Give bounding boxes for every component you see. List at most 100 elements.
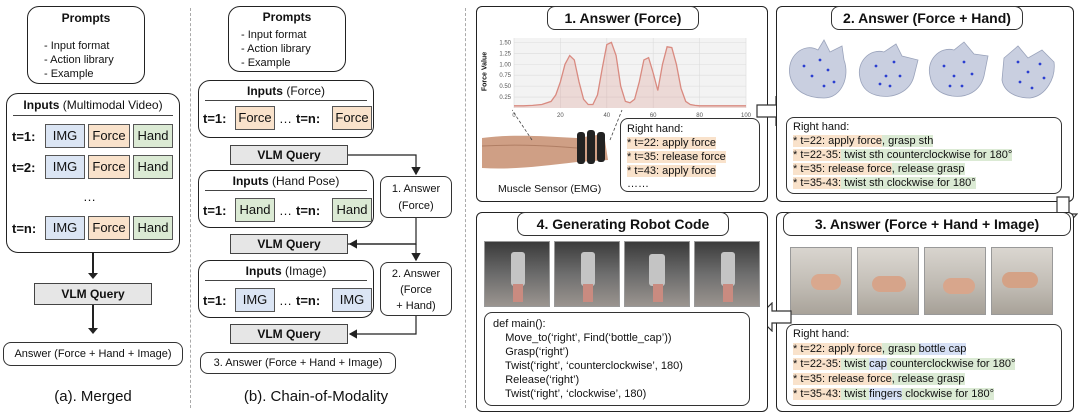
image-text: bottle cap	[918, 343, 967, 355]
force-text: * t=35: release force	[793, 163, 892, 175]
answer-line: * t=43: apply force	[627, 165, 716, 177]
hand-text: clockwise for 180°	[902, 388, 994, 400]
arrow-head	[88, 273, 98, 279]
force-text: * t=35-43:	[793, 177, 842, 189]
hand-cell: Hand	[133, 155, 173, 179]
chain-vlm-query-1: VLM Query	[230, 145, 348, 165]
panel-1-title: 1. Answer (Force)	[547, 6, 699, 30]
hand-text: twist sth counterclockwise for 180°	[841, 149, 1013, 161]
row-ellipsis: …	[83, 189, 96, 204]
hand-pose-meshes	[789, 39, 1055, 99]
row-dots: …	[279, 203, 292, 218]
chain-inputs-image: Inputs (Image) t=1: IMG … t=n: IMG	[198, 260, 374, 318]
answer-header: Right hand:	[627, 123, 684, 135]
merged-prompts-box: Prompts - Input format - Action library …	[27, 6, 145, 84]
hand-text: twist	[841, 358, 870, 370]
chain-prompt-item: - Example	[241, 57, 291, 69]
merged-inputs-sub: (Multimodal Video)	[62, 98, 163, 112]
hand-photo	[857, 247, 919, 315]
y-tick-label: 1.00	[499, 62, 511, 68]
plot-area	[514, 38, 746, 108]
panel-2-answer-box: Right hand: * t=22: apply force, grasp s…	[786, 117, 1062, 194]
sensor-label: Muscle Sensor (EMG)	[498, 183, 602, 195]
answer-header: Right hand:	[793, 121, 850, 133]
x-tick-label: 40	[603, 113, 610, 119]
arrow-line	[92, 305, 94, 330]
hand-text: , release grasp	[891, 163, 965, 175]
arrow-line	[92, 253, 94, 275]
hand-cell: Hand	[332, 198, 372, 222]
row-label: t=1:	[12, 129, 36, 144]
chain-prompt-item: - Action library	[241, 43, 311, 55]
hand-text: , grasp	[881, 343, 919, 355]
img-cell: IMG	[45, 216, 85, 240]
robot-photo	[694, 241, 760, 307]
image-text: cap	[869, 358, 887, 370]
merged-prompts-title: Prompts	[61, 11, 111, 25]
chain-vlm-query-2: VLM Query	[230, 234, 348, 254]
merged-prompt-item: - Action library	[44, 54, 114, 66]
chain-prompt-item: - Input format	[241, 29, 307, 41]
merged-inputs-box: Inputs (Multimodal Video) t=1: IMG Force…	[6, 93, 180, 253]
force-text: * t=22-35:	[793, 149, 842, 161]
chain-answer-3: 3. Answer (Force + Hand + Image)	[200, 352, 396, 374]
chain-inputs-hand: Inputs (Hand Pose) t=1: Hand … t=n: Hand	[198, 170, 374, 228]
answer-header: Right hand:	[793, 328, 850, 340]
row-label: t=1:	[203, 111, 227, 126]
code-line: Twist(‘right’, ‘counterclockwise’, 180)	[493, 360, 683, 372]
y-tick-label: 1.50	[499, 40, 511, 46]
code-line: Twist(‘right’, ‘clockwise’, 180)	[493, 388, 647, 400]
divider-dashed	[465, 8, 466, 408]
chain-vlm-query-3: VLM Query	[230, 324, 348, 344]
merged-prompt-item: - Input format	[44, 40, 110, 52]
hand-photo	[924, 247, 986, 315]
img-cell: IMG	[45, 155, 85, 179]
row-label: t=n:	[296, 111, 321, 126]
chain-inputs1-title: Inputs	[246, 84, 283, 98]
row-dots: …	[279, 111, 292, 126]
row-label: t=n:	[12, 221, 37, 236]
x-tick-label: 60	[650, 113, 657, 119]
chart-ylabel: Force Value	[481, 51, 489, 92]
caption-merged: (a). Merged	[54, 388, 132, 405]
hand-cell: Hand	[235, 198, 275, 222]
force-cell: Force	[88, 124, 130, 148]
hand-text: twist sth clockwise for 180°	[841, 177, 976, 189]
answer-line: * t=35: release force	[627, 151, 726, 163]
force-text: * t=22: apply force	[793, 135, 882, 147]
y-tick-label: 0.50	[499, 84, 511, 90]
y-tick-label: 0.75	[499, 73, 511, 79]
chain-inputs2-title: Inputs	[232, 174, 269, 188]
panel-3-answer-box: Right hand: * t=22: apply force, grasp b…	[786, 324, 1062, 406]
robot-code-box: def main(): Move_to(‘right’, Find(‘bottl…	[484, 312, 750, 406]
force-cell: Force	[235, 106, 275, 130]
chain-inputs3-title: Inputs	[245, 264, 282, 278]
chain-inputs1-sub: (Force)	[286, 84, 325, 98]
chain-prompts-box: Prompts - Input format - Action library …	[228, 6, 346, 72]
row-dots: …	[279, 293, 292, 308]
code-line: Grasp(‘right’)	[493, 346, 569, 358]
row-label: t=1:	[203, 293, 227, 308]
force-text: * t=35-43:	[793, 388, 842, 400]
image-text: fingers	[869, 388, 903, 400]
row-label: t=2:	[12, 160, 36, 175]
force-area	[514, 42, 746, 108]
img-cell: IMG	[45, 124, 85, 148]
merged-prompt-item: - Example	[44, 68, 94, 80]
img-cell: IMG	[235, 288, 275, 312]
hand-cell: Hand	[133, 124, 173, 148]
force-cell: Force	[88, 155, 130, 179]
hand-cell: Hand	[133, 216, 173, 240]
arm-emg-photo	[482, 130, 608, 169]
row-label: t=n:	[296, 293, 321, 308]
force-text: * t=22-35:	[793, 358, 842, 370]
arrow-head	[88, 328, 98, 334]
hand-text: , release grasp	[891, 373, 965, 385]
merged-answer: Answer (Force + Hand + Image)	[3, 342, 183, 366]
chain-answer-2: 2. Answer (Force + Hand)	[380, 262, 452, 316]
code-line: Release(‘right’)	[493, 374, 580, 386]
merged-inputs-divider	[13, 115, 173, 116]
hand-photo	[991, 247, 1053, 315]
y-tick-label: 0.25	[499, 95, 511, 101]
hand-photo	[790, 247, 852, 315]
